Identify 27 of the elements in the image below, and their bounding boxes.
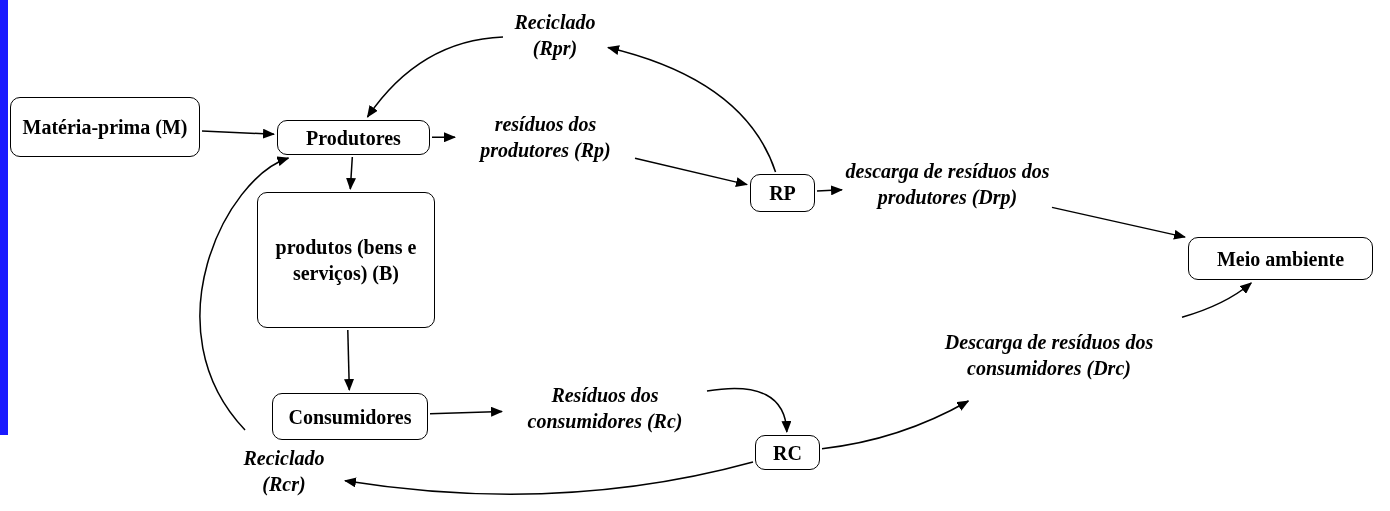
arrow — [429, 406, 503, 417]
flow-label: Resíduos dos consumidores (Rc) — [505, 362, 705, 454]
arrow — [431, 132, 456, 143]
flow-label: descarga de resíduos dos produtores (Drp) — [845, 140, 1050, 228]
process-box: Produtores — [277, 120, 430, 155]
arrow — [607, 45, 777, 173]
arrow — [1051, 206, 1186, 240]
arrow — [346, 156, 356, 190]
process-box: produtos (bens e serviços) (B) — [257, 192, 435, 328]
process-box: Meio ambiente — [1188, 237, 1373, 280]
arrow — [821, 400, 970, 450]
arrow — [199, 157, 290, 431]
process-box: Matéria-prima (M) — [10, 97, 200, 157]
process-box: Consumidores — [272, 393, 428, 440]
process-box: RC — [755, 435, 820, 470]
arrow — [366, 36, 504, 118]
arrow — [344, 329, 355, 391]
arrow — [201, 128, 275, 139]
arrow — [706, 387, 791, 433]
arrow — [344, 461, 754, 495]
process-box: RP — [750, 174, 815, 212]
arrow — [1181, 282, 1253, 318]
arrow — [816, 185, 843, 196]
flow-label: resíduos dos produtores (Rp) — [458, 92, 633, 182]
arrow — [634, 157, 748, 187]
flow-label: Reciclado (Rpr) — [505, 0, 605, 70]
flow-label: Descarga de resíduos dos consumidores (Drc) — [918, 312, 1180, 398]
